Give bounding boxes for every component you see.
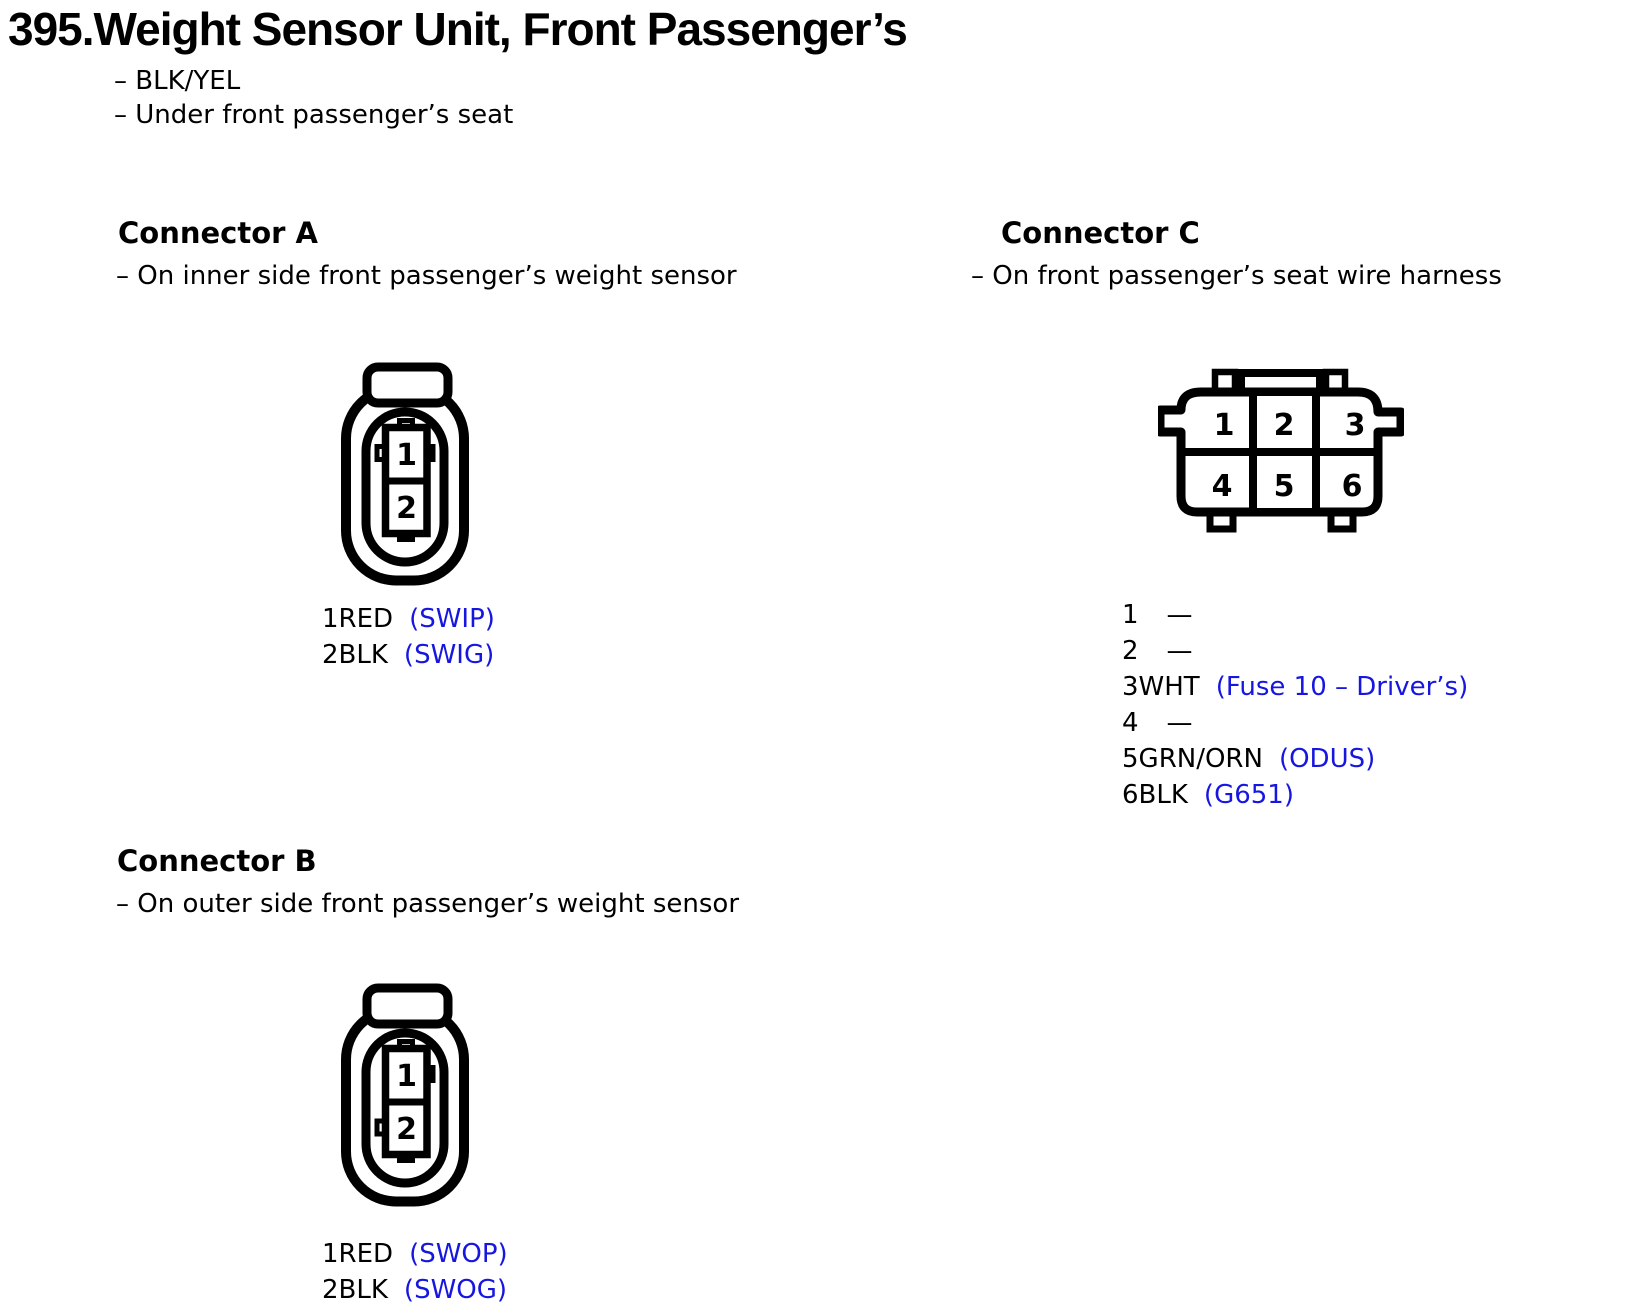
connector-b-diagram: 1 2: [341, 981, 469, 1207]
wire-label: 5GRN/ORN: [1122, 744, 1263, 774]
no-connection-dash: —: [1166, 600, 1193, 630]
circuit-code: (Fuse 10 – Driver’s): [1215, 672, 1469, 702]
wire-label: 2: [1122, 636, 1139, 666]
pin-row: 2—: [1122, 633, 1468, 669]
wire-label: 6BLK: [1122, 780, 1188, 810]
circuit-code: (ODUS): [1278, 744, 1376, 774]
connector-c-pin-list: 1— 2— 3WHT(Fuse 10 – Driver’s) 4— 5GRN/O…: [1122, 597, 1468, 813]
pin-number: 2: [396, 491, 417, 526]
no-connection-dash: —: [1166, 636, 1193, 666]
connector-c-heading: Connector C: [1001, 216, 1200, 250]
connector-top-latch: [362, 983, 453, 1029]
wire-label: 3WHT: [1122, 672, 1200, 702]
header-notes: – BLK/YEL – Under front passenger’s seat: [114, 64, 513, 132]
connector-c-note: – On front passenger’s seat wire harness: [971, 261, 1502, 291]
pin-number: 6: [1342, 469, 1363, 504]
connector-b-heading: Connector B: [117, 844, 317, 878]
connector-b-drawing: 1 2: [341, 983, 469, 1207]
circuit-code: (SWOP): [409, 1239, 508, 1269]
connector-b-note: – On outer side front passenger’s weight…: [116, 889, 740, 919]
circuit-code: (SWIP): [409, 604, 495, 634]
wire-label: 1: [1122, 600, 1139, 630]
circuit-code: (SWIG): [403, 640, 495, 670]
no-connection-dash: —: [1166, 708, 1193, 738]
wire-label: 2BLK: [322, 1275, 388, 1305]
pin-number: 1: [396, 1059, 417, 1094]
connector-a-diagram: 1 2: [341, 360, 469, 586]
connector-a-pin-list: 1RED (SWIP) 2BLK (SWIG): [322, 601, 495, 673]
pin-row: 5GRN/ORN (ODUS): [1122, 741, 1468, 777]
header-note-location: – Under front passenger’s seat: [114, 100, 514, 130]
pin-number: 1: [396, 438, 417, 473]
pin-row: 1—: [1122, 597, 1468, 633]
pin-number: 2: [1274, 408, 1295, 443]
pin-row: 2BLK (SWOG): [322, 1272, 508, 1308]
pin-number: 2: [396, 1112, 417, 1147]
header-note-color: – BLK/YEL: [114, 66, 241, 96]
wire-label: 2BLK: [322, 640, 388, 670]
pin-row: 3WHT (Fuse 10 – Driver’s): [1122, 669, 1468, 705]
connector-a-heading: Connector A: [118, 216, 318, 250]
pin-number: 4: [1212, 469, 1233, 504]
pin-row: 1RED (SWOP): [322, 1236, 508, 1272]
pin-number: 1: [1214, 408, 1235, 443]
pin-number: 5: [1274, 469, 1295, 504]
wire-label: 1RED: [322, 1239, 394, 1269]
connector-b-pin-list: 1RED (SWOP) 2BLK (SWOG): [322, 1236, 508, 1308]
pin-row: 1RED (SWIP): [322, 601, 495, 637]
pin-row: 2BLK (SWIG): [322, 637, 495, 673]
connector-top-latch: [362, 362, 453, 408]
connector-a-drawing: 1 2: [341, 362, 469, 586]
circuit-code: (G651): [1203, 780, 1294, 810]
circuit-code: (SWOG): [403, 1275, 508, 1305]
connector-a-note: – On inner side front passenger’s weight…: [116, 261, 737, 291]
wire-label: 1RED: [322, 604, 394, 634]
connector-c-diagram: 1 2 3 4 5 6: [1155, 366, 1406, 534]
pin-row: 4—: [1122, 705, 1468, 741]
pin-number: 3: [1345, 408, 1366, 443]
page-title: 395.Weight Sensor Unit, Front Passenger’…: [8, 3, 908, 55]
wire-label: 4: [1122, 708, 1139, 738]
pin-row: 6BLK (G651): [1122, 777, 1468, 813]
connector-c-drawing: 1 2 3 4 5 6: [1155, 368, 1406, 533]
